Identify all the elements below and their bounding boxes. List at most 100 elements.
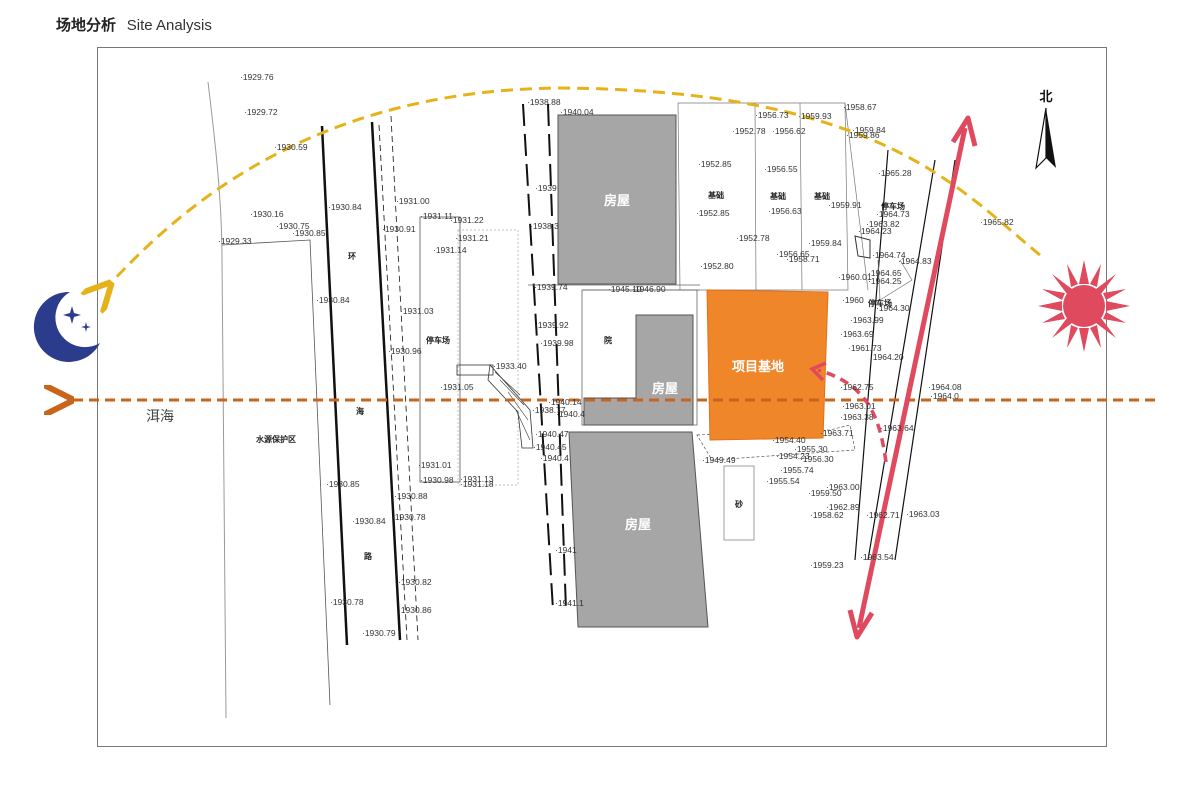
elevation-label: ·1964.30 — [876, 303, 910, 313]
elevation-label: ·1941 — [555, 545, 577, 555]
elevation-label: ·1938.3 — [530, 221, 559, 231]
elevation-label: ·1956.63 — [768, 206, 802, 216]
elevation-label: ·1930.59 — [274, 142, 308, 152]
elevation-label: ·1963.69 — [840, 329, 874, 339]
elevation-label: ·1931.18 — [460, 479, 494, 489]
elevation-label: ·1930.78 — [330, 597, 364, 607]
elevation-label: ·1930.85 — [326, 479, 360, 489]
elevation-label: ·1931.11 — [420, 211, 453, 221]
foundation-label-2: 基础 — [769, 191, 786, 201]
elevation-label: ·1963.99 — [850, 315, 884, 325]
elevation-label: ·1949.49 — [702, 455, 736, 465]
parking-label-right-2: 停车场 — [868, 298, 892, 308]
elevation-label: ·1964.65 — [868, 268, 902, 278]
elevation-label: ·1941.1 — [555, 598, 584, 608]
elevation-label: ·1956.30 — [800, 454, 834, 464]
building-middle — [583, 314, 694, 426]
elevation-label: ·1962.71 — [866, 510, 900, 520]
road-char-3: 路 — [364, 551, 373, 561]
elevation-label: ·1931.21 — [455, 233, 489, 243]
elevation-label: ·1958.62 — [810, 510, 844, 520]
elevation-label: ·1964.73 — [876, 209, 910, 219]
elevation-label: ·1959.86 — [846, 130, 880, 140]
elevation-label: ·1929.76 — [240, 72, 274, 82]
elevation-label: ·1956.65 — [776, 249, 810, 259]
foundation-label-1: 基础 — [707, 190, 724, 200]
elevation-label: ·1931.05 — [440, 382, 474, 392]
elevation-label: ·1960 — [842, 295, 864, 305]
elevation-label: ·1959.23 — [810, 560, 844, 570]
elevation-label: ·1931.00 — [396, 196, 430, 206]
elevation-label: ·1930.84 — [352, 516, 386, 526]
elevation-label: ·1964.74 — [872, 250, 906, 260]
elevation-label: ·1930.78 — [392, 512, 426, 522]
building-south-label: 房屋 — [625, 517, 651, 533]
elevation-label: ·1965.82 — [980, 217, 1014, 227]
moon-icon — [33, 291, 101, 362]
building-north-label: 房屋 — [604, 193, 630, 209]
elevation-label: ·1963.01 — [842, 401, 876, 411]
foundation-plots — [677, 102, 871, 291]
compass-label: 北 — [1039, 90, 1052, 105]
elevation-label: ·1963.00 — [826, 482, 860, 492]
elevation-label: ·1964.20 — [870, 352, 904, 362]
sun-icon — [1038, 260, 1130, 352]
page-title-en: Site Analysis — [126, 17, 212, 34]
elevation-label: ·1959.91 — [828, 200, 862, 210]
elevation-label: ·1940.47 — [535, 429, 569, 439]
elevation-label: ·1930.75 — [276, 221, 310, 231]
elevation-label: ·1952.80 — [700, 261, 734, 271]
elevation-label: ·1930.84 — [316, 295, 350, 305]
elevation-label: ·1963.38 — [840, 412, 874, 422]
elevation-label: ·1939 — [535, 183, 557, 193]
elevation-label: ·1938.77 — [532, 405, 566, 415]
elevation-label: ·1952.85 — [696, 208, 730, 218]
building-south — [568, 431, 709, 628]
elevation-label: ·1965.28 — [878, 168, 912, 178]
parking-label-right-1: 停车场 — [881, 201, 905, 211]
protection-zone-label: 水源保护区 — [255, 434, 296, 444]
elevation-label: ·1964.0 — [930, 391, 959, 401]
elevation-label: ·1955.30 — [794, 444, 828, 454]
road-char-2: 海 — [356, 406, 364, 416]
elevation-label: ·1931.03 — [400, 306, 434, 316]
elevation-label: ·1963.64 — [880, 423, 914, 433]
building-middle-label: 房屋 — [652, 381, 678, 397]
project-site-label: 项目基地 — [732, 359, 784, 375]
elevation-label: ·1956.62 — [772, 126, 806, 136]
elevation-label: ·1940.14 — [548, 397, 582, 407]
entrance-arrow — [808, 361, 888, 463]
elevation-label: ·1940.4 — [556, 409, 585, 419]
elevation-label: ·1931.01 — [418, 460, 452, 470]
elevation-label: ·1963.71 — [820, 428, 854, 438]
elevation-label: ·1963.03 — [906, 509, 940, 519]
elevation-label: ·1939.92 — [535, 320, 569, 330]
elevation-label: ·1964.23 — [858, 226, 892, 236]
elevation-label: ·1930.86 — [398, 605, 432, 615]
elevation-label: ·1930.85 — [292, 228, 326, 238]
elevation-label: ·1962.75 — [840, 382, 874, 392]
shoreline-lines — [207, 81, 419, 719]
building-north — [557, 114, 677, 285]
parking-label-left: 停车场 — [426, 335, 450, 345]
elevation-label: ·1952.85 — [698, 159, 732, 169]
elevation-label: ·1930.16 — [250, 209, 284, 219]
elevation-label: ·1930.98 — [420, 475, 454, 485]
elevation-label: ·1954.40 — [772, 435, 806, 445]
elevation-label: ·1930.84 — [328, 202, 362, 212]
elevation-label: ·1930.96 — [388, 346, 422, 356]
elevation-label: ·1930.91 — [382, 224, 416, 234]
sun-path — [108, 86, 1041, 286]
elevation-label: ·1929.72 — [244, 107, 278, 117]
elevation-label: ·1959.84 — [852, 125, 886, 135]
elevation-label: ·1958.67 — [843, 102, 877, 112]
elevation-label: ·1940.04 — [560, 107, 594, 117]
elevation-label: ·1954.23 — [776, 451, 810, 461]
elevation-label: ·1952.78 — [736, 233, 770, 243]
elevation-label: ·1930.88 — [394, 491, 428, 501]
courtyard-label: 院 — [604, 335, 612, 345]
elevation-label: ·1963.54 — [860, 552, 894, 562]
elevation-label: ·1956.73 — [755, 110, 789, 120]
elevation-label: ·1946.90 — [632, 284, 666, 294]
elevation-label: ·1963.82 — [866, 219, 900, 229]
